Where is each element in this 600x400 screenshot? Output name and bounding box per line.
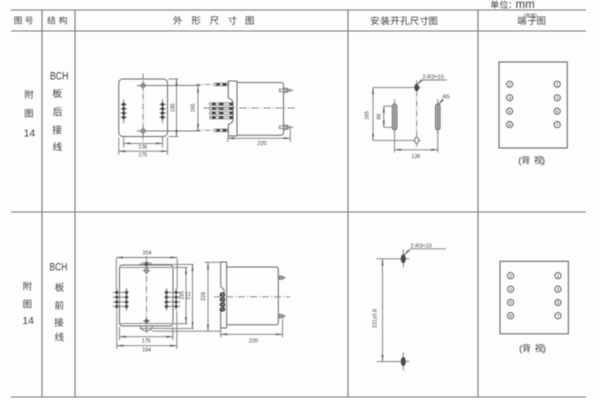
svg-text:4: 4 [509, 287, 512, 292]
svg-text:204: 204 [143, 250, 152, 256]
svg-text:4: 4 [508, 96, 511, 101]
svg-text:136: 136 [138, 145, 147, 151]
svg-text:5: 5 [556, 109, 559, 114]
svg-text:R5: R5 [443, 95, 450, 101]
svg-text:8: 8 [509, 313, 512, 318]
svg-text:7: 7 [557, 313, 560, 318]
svg-text:195: 195 [179, 291, 185, 300]
svg-text:220: 220 [249, 338, 258, 344]
svg-text:14: 14 [24, 128, 36, 139]
svg-text:2: 2 [509, 273, 512, 278]
svg-text:): ) [542, 155, 545, 166]
svg-text:211: 211 [186, 291, 192, 299]
svg-text:195: 195 [170, 103, 176, 112]
svg-text:175: 175 [142, 339, 151, 345]
svg-text:): ) [535, 13, 537, 19]
svg-text:(: ( [518, 155, 522, 166]
svg-text:1: 1 [557, 273, 560, 278]
svg-text:): ) [543, 343, 546, 354]
svg-text:221±0.8: 221±0.8 [372, 309, 378, 328]
svg-text:7: 7 [556, 122, 559, 127]
svg-text:5: 5 [557, 300, 560, 305]
svg-text:BCH: BCH [50, 70, 69, 82]
svg-text:136: 136 [411, 154, 420, 160]
svg-text:2-R3×10: 2-R3×10 [423, 75, 444, 81]
svg-text:6: 6 [508, 109, 511, 114]
svg-text:mm: mm [516, 0, 535, 11]
svg-text:8: 8 [508, 122, 511, 127]
svg-text:165: 165 [191, 104, 197, 113]
svg-text:2: 2 [508, 82, 511, 87]
svg-text:(: ( [519, 343, 523, 354]
svg-text:3: 3 [557, 287, 560, 292]
svg-text:(: ( [524, 13, 526, 19]
svg-text:14: 14 [22, 316, 34, 327]
svg-text:220: 220 [257, 141, 266, 147]
svg-text:3: 3 [556, 96, 559, 101]
svg-text:228: 228 [201, 292, 207, 301]
svg-text:1: 1 [556, 82, 559, 87]
svg-text:165: 165 [365, 111, 371, 120]
svg-text:6: 6 [509, 300, 512, 305]
svg-text:BCH: BCH [50, 262, 68, 274]
svg-text:2-R3×10: 2-R3×10 [411, 243, 432, 249]
svg-text:66: 66 [376, 114, 382, 120]
svg-text:194: 194 [142, 348, 151, 354]
svg-text:175: 175 [138, 153, 147, 159]
